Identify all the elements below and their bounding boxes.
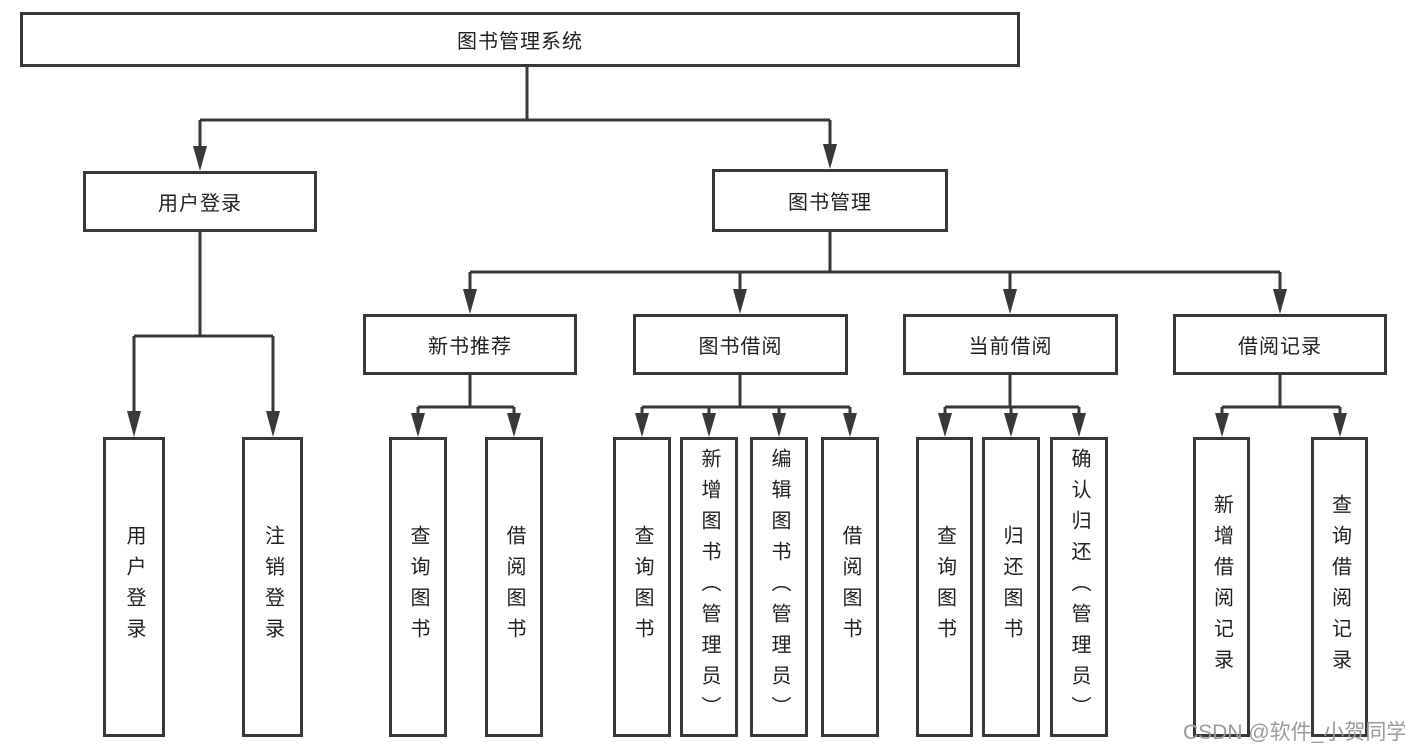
connector-user-login-fan bbox=[127, 232, 280, 437]
leaf-edit-books-admin: 编辑图书（管理员） bbox=[750, 437, 808, 737]
leaf-borrow-books: 借阅图书 bbox=[821, 437, 879, 737]
node-book-management: 图书管理 bbox=[712, 169, 948, 232]
leaf-label: 新增图书（管理员） bbox=[698, 447, 720, 727]
leaf-borrow-books-recommendation: 借阅图书 bbox=[485, 437, 543, 737]
node-label: 当前借阅 bbox=[968, 336, 1053, 358]
node-current-borrowing: 当前借阅 bbox=[903, 314, 1118, 375]
connector-current-borrowing-fan bbox=[938, 375, 1086, 437]
leaf-add-borrow-record: 新增借阅记录 bbox=[1193, 437, 1250, 737]
node-user-login: 用户登录 bbox=[83, 171, 317, 232]
leaf-label: 用户登录 bbox=[123, 525, 145, 649]
leaf-label: 查询借阅记录 bbox=[1328, 494, 1351, 680]
leaf-add-books-admin: 新增图书（管理员） bbox=[680, 437, 738, 737]
node-borrowing-records: 借阅记录 bbox=[1173, 314, 1387, 375]
connector-new-book-recommendation-fan bbox=[411, 375, 521, 437]
leaf-label: 借阅图书 bbox=[839, 525, 861, 649]
leaf-user-login: 用户登录 bbox=[103, 437, 165, 737]
leaf-label: 确认归还（管理员） bbox=[1068, 447, 1090, 727]
leaf-logout: 注销登录 bbox=[242, 437, 303, 737]
leaf-query-books-borrowing: 查询图书 bbox=[613, 437, 671, 737]
leaf-label: 查询图书 bbox=[407, 525, 429, 649]
leaf-query-books-recommendation: 查询图书 bbox=[389, 437, 447, 737]
leaf-label: 查询图书 bbox=[933, 525, 956, 649]
node-label: 图书管理 bbox=[788, 192, 872, 214]
node-library-management-system: 图书管理系统 bbox=[20, 12, 1020, 67]
leaf-confirm-return-admin: 确认归还（管理员） bbox=[1050, 437, 1108, 737]
node-label: 新书推荐 bbox=[428, 336, 512, 358]
leaf-query-borrow-record: 查询借阅记录 bbox=[1311, 437, 1368, 737]
leaf-label: 新增借阅记录 bbox=[1210, 494, 1233, 680]
node-new-book-recommendation: 新书推荐 bbox=[363, 314, 577, 375]
node-book-borrowing: 图书借阅 bbox=[633, 314, 848, 375]
leaf-query-books-current: 查询图书 bbox=[916, 437, 973, 737]
csdn-watermark: CSDN @软件_小贺同学 bbox=[1183, 721, 1405, 744]
connector-borrowing-records-fan bbox=[1215, 375, 1347, 437]
leaf-label: 借阅图书 bbox=[503, 525, 525, 649]
leaf-label: 注销登录 bbox=[261, 525, 284, 649]
node-label: 借阅记录 bbox=[1238, 336, 1322, 358]
node-label: 图书管理系统 bbox=[457, 31, 583, 53]
node-label: 图书借阅 bbox=[698, 336, 783, 358]
node-label: 用户登录 bbox=[158, 193, 242, 215]
connector-book-borrowing-fan bbox=[635, 375, 857, 437]
connector-root-to-level2 bbox=[193, 67, 837, 171]
leaf-label: 查询图书 bbox=[631, 525, 653, 649]
leaf-label: 归还图书 bbox=[1000, 525, 1022, 649]
leaf-label: 编辑图书（管理员） bbox=[768, 447, 790, 727]
leaf-return-books: 归还图书 bbox=[982, 437, 1040, 737]
connector-book-management-fan bbox=[463, 232, 1287, 314]
